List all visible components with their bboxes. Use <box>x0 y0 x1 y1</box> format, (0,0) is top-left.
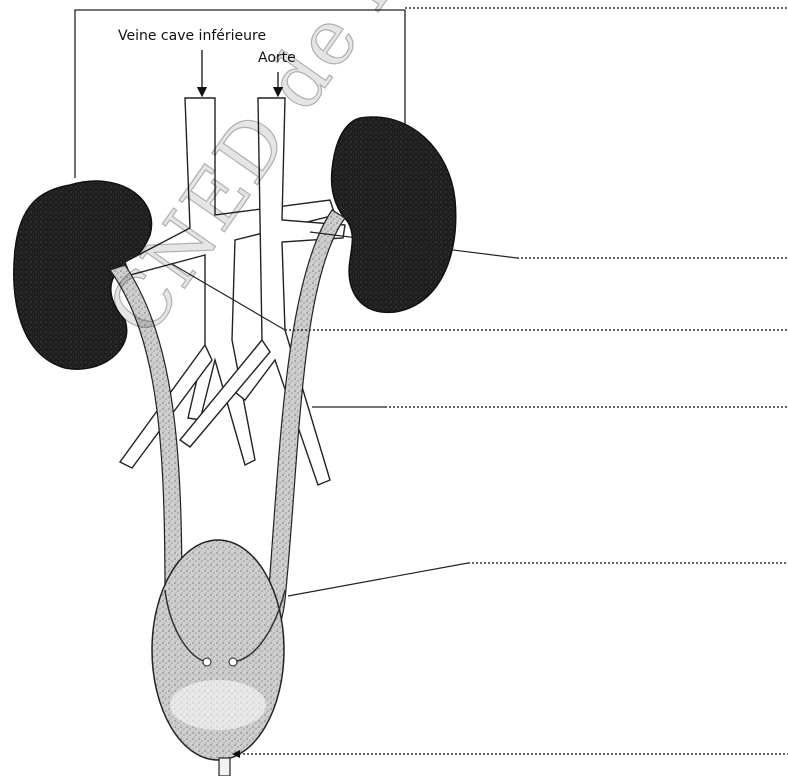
right-kidney <box>332 117 456 312</box>
answer-line-5 <box>288 563 788 596</box>
answer-line-6 <box>232 750 788 758</box>
ureter-left-orifice <box>203 658 211 666</box>
ureter-right-orifice <box>229 658 237 666</box>
bladder-light-area <box>170 680 266 730</box>
vena-cava-label: Veine cave inférieure <box>118 28 266 44</box>
urethra <box>219 758 230 776</box>
